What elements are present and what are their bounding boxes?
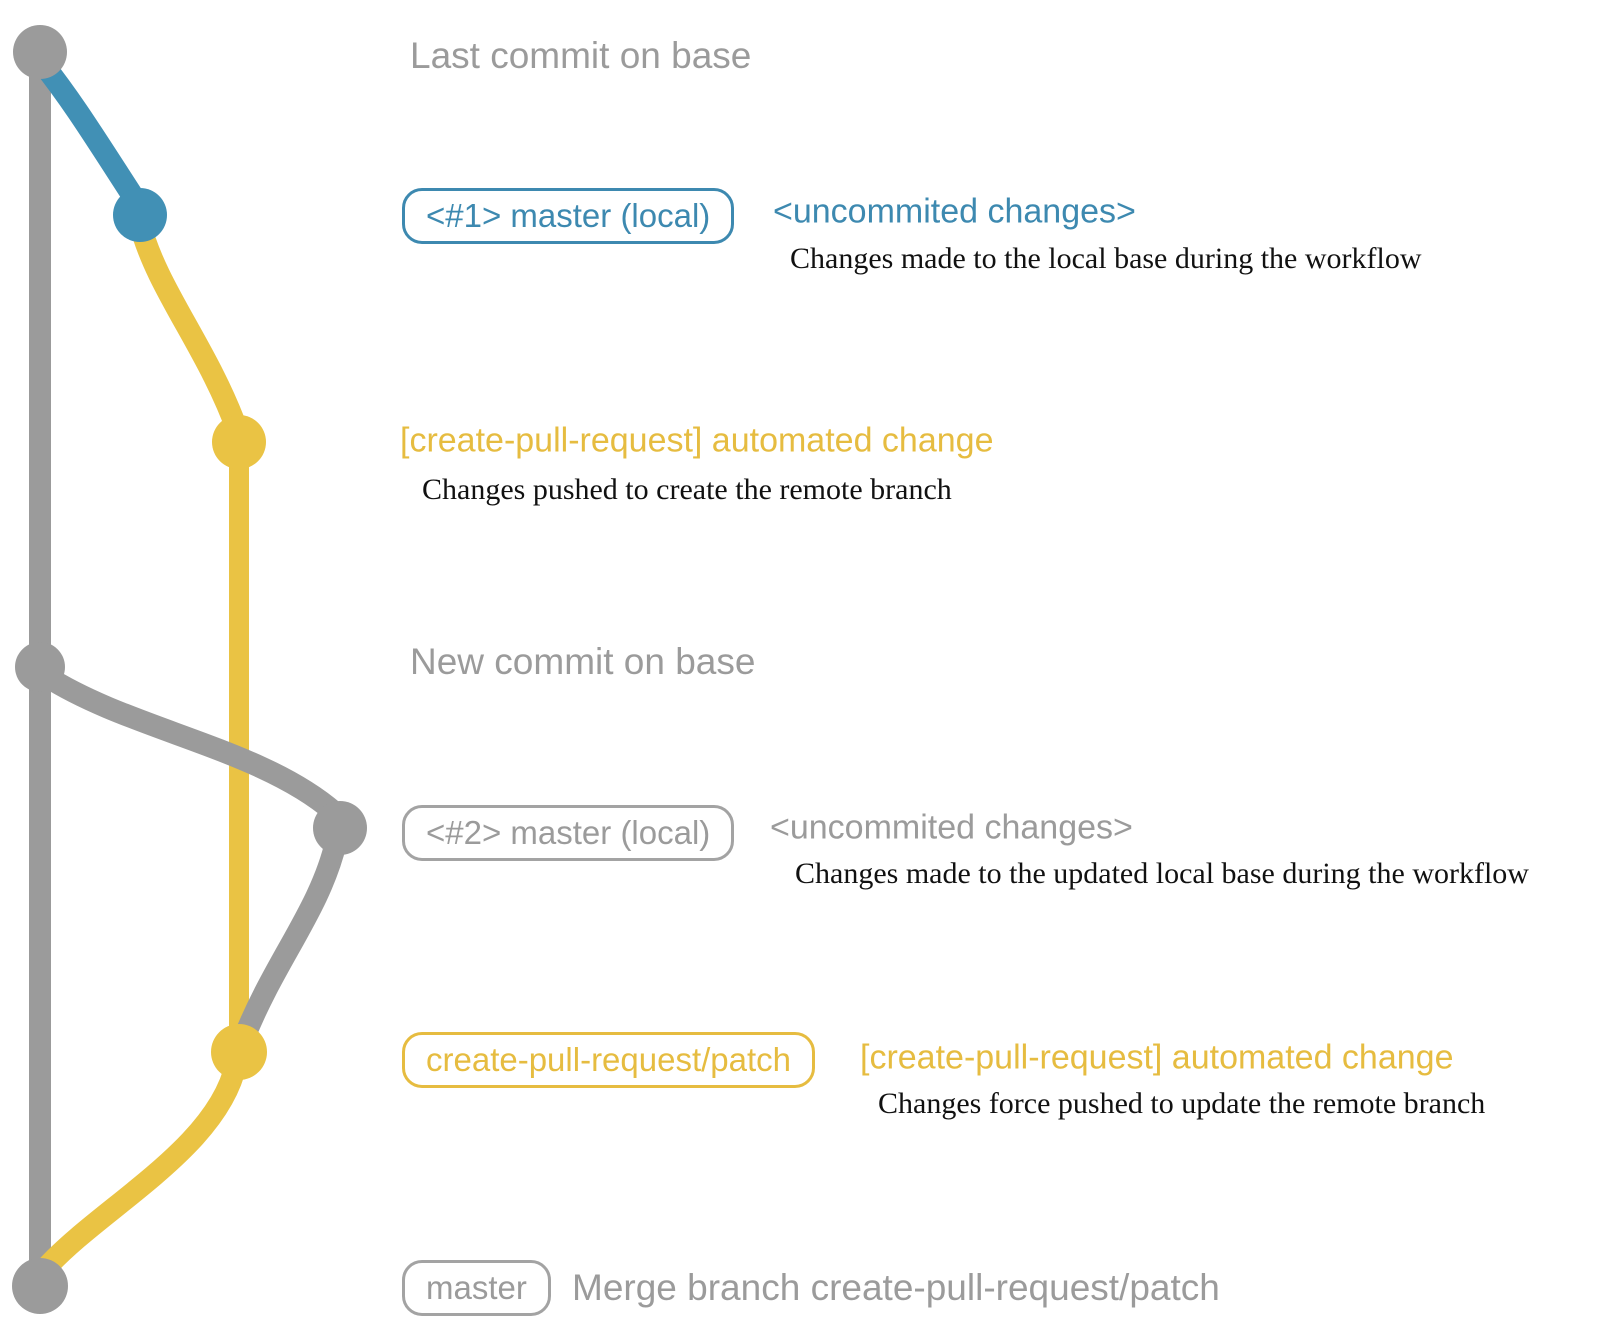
note-local-changes-1: Changes made to the local base during th…	[790, 242, 1422, 275]
commit-node-remote-2	[211, 1024, 267, 1080]
label-automated-change-1: [create-pull-request] automated change	[400, 421, 994, 460]
branch-graph	[12, 25, 367, 1314]
badge-master-local-1: <#1> master (local)	[402, 188, 735, 244]
badge-master-merge: master	[402, 1260, 551, 1316]
label-new-commit-on-base: New commit on base	[410, 641, 756, 682]
note-push-create-remote: Changes pushed to create the remote bran…	[422, 473, 952, 506]
badge-master-local-2: <#2> master (local)	[402, 805, 735, 861]
label-uncommitted-changes-1: <uncommited changes>	[773, 192, 1136, 231]
label-uncommitted-changes-2: <uncommited changes>	[770, 808, 1133, 847]
local1-to-remote-curve	[129, 213, 249, 443]
base-to-local1-curve	[29, 49, 149, 215]
note-local-changes-2: Changes made to the updated local base d…	[795, 857, 1529, 890]
commit-node-last-base	[13, 25, 67, 79]
commit-node-new-base	[15, 642, 65, 692]
label-automated-change-2: [create-pull-request] automated change	[860, 1038, 1454, 1077]
commit-node-local-2	[313, 801, 367, 855]
commit-node-merge	[12, 1258, 68, 1314]
note-force-push-update-remote: Changes force pushed to update the remot…	[878, 1087, 1486, 1120]
local2-to-remote-curve	[233, 831, 347, 1049]
base-to-local2-curve	[35, 665, 345, 823]
badge-create-pull-request-patch: create-pull-request/patch	[402, 1032, 816, 1088]
label-merge-branch: Merge branch create-pull-request/patch	[572, 1267, 1220, 1308]
commit-node-remote-1	[212, 415, 266, 469]
remote-to-base-merge-curve	[35, 1053, 247, 1279]
label-last-commit-on-base: Last commit on base	[410, 35, 752, 76]
commit-node-local-1	[113, 188, 167, 242]
